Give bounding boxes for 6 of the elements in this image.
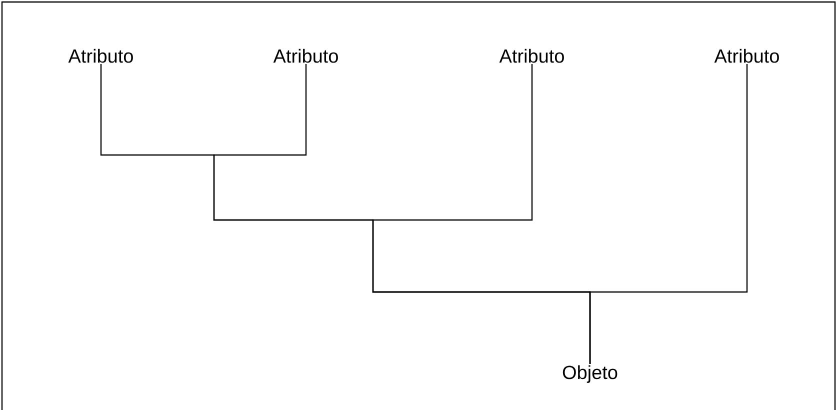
node-label: Atributo [714,48,779,63]
node-label: Atributo [273,48,338,63]
node-label: Atributo [499,48,564,63]
connector-line [589,64,748,364]
node-label: Atributo [68,48,133,63]
node-label: Objeto [562,365,618,383]
